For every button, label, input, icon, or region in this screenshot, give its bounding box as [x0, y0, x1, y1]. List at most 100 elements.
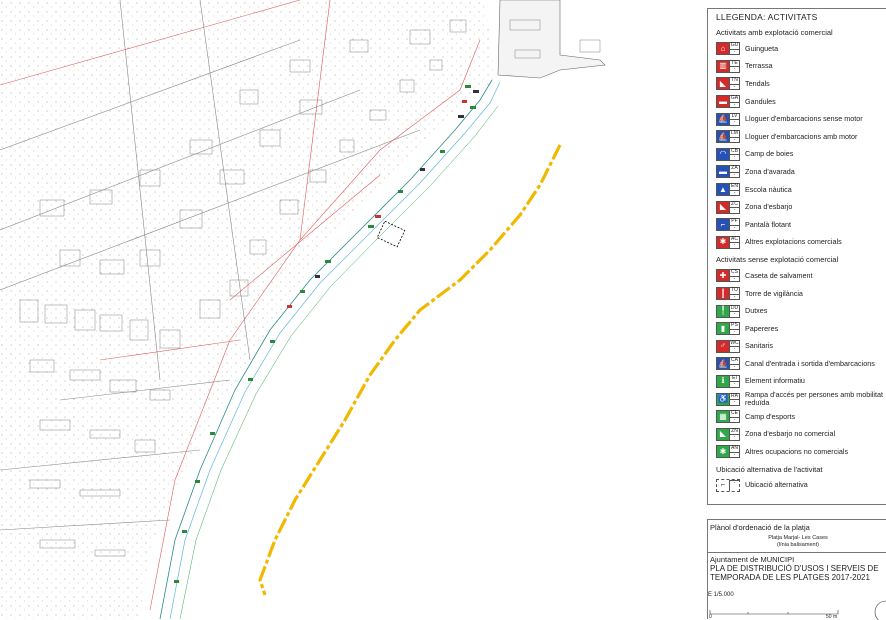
legend-item-cb: ◠CB- Camp de boies [716, 146, 886, 164]
legend-item-zn: ◣ZN- Zona d'esbarjo no comercial [716, 425, 886, 443]
buoy-line [258, 144, 562, 596]
en-symbol-icon: ▲EN- [716, 183, 740, 197]
lv-symbol-icon: ⛵LV- [716, 112, 740, 126]
legend-item-label: Dutxes [745, 306, 768, 316]
legend-section-alternative: Ubicació alternativa de l'activitat [716, 464, 823, 474]
legend-item-label: Papereres [745, 323, 779, 333]
legend-item-tn: ◣TN- Tendals [716, 75, 886, 93]
legend-item-ps: ▮PS- Papereres [716, 320, 886, 338]
coastline [159, 79, 501, 619]
title-block: Plànol d'ordenació de la platja Platja M… [707, 519, 886, 620]
te-symbol-icon: ▥TE- [716, 59, 740, 73]
legend-item-cs: ✚CS- Caseta de salvament [716, 267, 886, 285]
legend-section-noncommercial: Activitats sense explotació comercial [716, 255, 839, 265]
document-title: PLA DE DISTRIBUCIÓ D'USOS I SERVEIS DE T… [710, 564, 879, 582]
scale-label: E 1/5.000 [708, 592, 734, 598]
north-arrow-icon [874, 600, 886, 620]
tn-symbol-icon: ◣TN- [716, 77, 740, 91]
legend-item-label: Zona d'avarada [745, 166, 795, 176]
legend-item-label: Rampa d'accés per persones amb mobilitat… [745, 390, 884, 408]
scale-bar-graphic [709, 600, 886, 620]
cs-symbol-icon: ✚CS- [716, 269, 740, 283]
legend-item-label: Tendals [745, 78, 770, 88]
du-symbol-icon: ╿DU- [716, 304, 740, 318]
zc-symbol-icon: ◣ZC- [716, 200, 740, 214]
plan-title: Plànol d'ordenació de la platja [710, 523, 810, 532]
streets [0, 0, 421, 531]
legend-item-gu: ⌂GU- Guingueta [716, 40, 886, 58]
legend-item-label: Canal d'entrada i sortida d'embarcacions [745, 358, 875, 368]
alternative-symbol-icon: ⌐ - [716, 478, 740, 492]
legend-item-label: Element informatiu [745, 376, 805, 386]
zn-symbol-icon: ◣ZN- [716, 427, 740, 441]
legend-item-label: Zona d'esbarjo no comercial [745, 429, 836, 439]
legend-item-te: ▥TE- Terrassa [716, 58, 886, 76]
legend-item-zc: ◣ZC- Zona d'esbarjo [716, 198, 886, 216]
legend-list-commercial: ⌂GU- Guingueta ▥TE- Terrassa ◣TN- Tendals ▬GA-… [716, 40, 886, 251]
pf-symbol-icon: ⌐PF- [716, 218, 740, 232]
beach-name-block: Platja Marjal- Les Cases (línia balisame… [710, 535, 886, 548]
map-drawing [0, 0, 606, 619]
ps-symbol-icon: ▮PS- [716, 322, 740, 336]
an-symbol-icon: ✱AN- [716, 445, 740, 459]
legend-item-wc: ♂WC- Sanitaris [716, 338, 886, 356]
legend-item-ac: ✱AC- Altres explotacions comercials [716, 234, 886, 252]
za-symbol-icon: ▬ZA- [716, 165, 740, 179]
ac-symbol-icon: ✱AC- [716, 235, 740, 249]
legend-item-label: Gandules [745, 96, 776, 106]
council-name: Ajuntament de MUNICIPI [710, 555, 795, 564]
legend-title: LLEGENDA: ACTIVITATS [716, 12, 818, 22]
ce-symbol-icon: ▦CE- [716, 410, 740, 424]
scale-end: 50 m [826, 614, 838, 620]
scale-start: 0 [709, 614, 712, 620]
title-divider [708, 552, 886, 553]
land-area [0, 0, 495, 619]
legend-panel: LLEGENDA: ACTIVITATS Activitats amb expl… [707, 8, 886, 505]
legend-item-pf: ⌐PF- Pantalà flotant [716, 216, 886, 234]
legend-item-label: Zona d'esbarjo [745, 202, 793, 212]
beach-name: Platja Marjal- Les Cases [768, 535, 828, 541]
gu-symbol-icon: ⌂GU- [716, 42, 740, 56]
legend-item-du: ╿DU- Dutxes [716, 302, 886, 320]
legend-item-lm: ⛵LM- Lloguer d'embarcacions amb motor [716, 128, 886, 146]
beach-map[interactable] [0, 0, 688, 619]
legend-item-en: ▲EN- Escola nàutica [716, 181, 886, 199]
legend-item-label: Escola nàutica [745, 184, 792, 194]
legend-item-label: Sanitaris [745, 341, 773, 351]
legend-item-label: Terrassa [745, 61, 773, 71]
legend-item-label: Pantalà flotant [745, 219, 791, 229]
to-symbol-icon: ┃TO- [716, 287, 740, 301]
activity-markers [174, 85, 479, 583]
legend-list-noncommercial: ✚CS- Caseta de salvament ┃TO- Torre de vigi… [716, 267, 886, 461]
legend-item-ra: ♿RA- Rampa d'accés per persones amb mobil… [716, 390, 886, 408]
port [497, 0, 606, 79]
legend-item-label: Altres explotacions comercials [745, 237, 842, 247]
ca-symbol-icon: ⛵CA- [716, 357, 740, 371]
legend-item-label: Ubicació alternativa [745, 480, 808, 490]
legend-item-ga: ▬GA- Gandules [716, 93, 886, 111]
cb-symbol-icon: ◠CB- [716, 147, 740, 161]
legend-item-to: ┃TO- Torre de vigilància [716, 285, 886, 303]
boundary-lines [0, 0, 481, 611]
legend-section-commercial: Activitats amb explotació comercial [716, 28, 833, 37]
legend-item-label: Torre de vigilància [745, 288, 803, 298]
beach-subtitle: (línia balisament) [777, 541, 819, 548]
legend-item-ca: ⛵CA- Canal d'entrada i sortida d'embarcac… [716, 355, 886, 373]
legend-item-label: Camp d'esports [745, 411, 796, 421]
ra-symbol-icon: ♿RA- [716, 392, 740, 406]
legend-item-label: Lloguer d'embarcacions amb motor [745, 131, 858, 141]
wc-symbol-icon: ♂WC- [716, 339, 740, 353]
parcels [19, 19, 467, 557]
legend-item-an: ✱AN- Altres ocupacions no comercials [716, 443, 886, 461]
legend-item-alternative: ⌐ - Ubicació alternativa [716, 477, 886, 495]
legend-item-label: Caseta de salvament [745, 270, 813, 280]
scale-bar: E 1/5.000 0 50 m [708, 592, 886, 620]
legend-item-label: Guingueta [745, 43, 779, 53]
lm-symbol-icon: ⛵LM- [716, 130, 740, 144]
legend-item-ce: ▦CE- Camp d'esports [716, 408, 886, 426]
legend-item-label: Altres ocupacions no comercials [745, 446, 849, 456]
legend-item-label: Camp de boies [745, 149, 794, 159]
ga-symbol-icon: ▬GA- [716, 95, 740, 109]
